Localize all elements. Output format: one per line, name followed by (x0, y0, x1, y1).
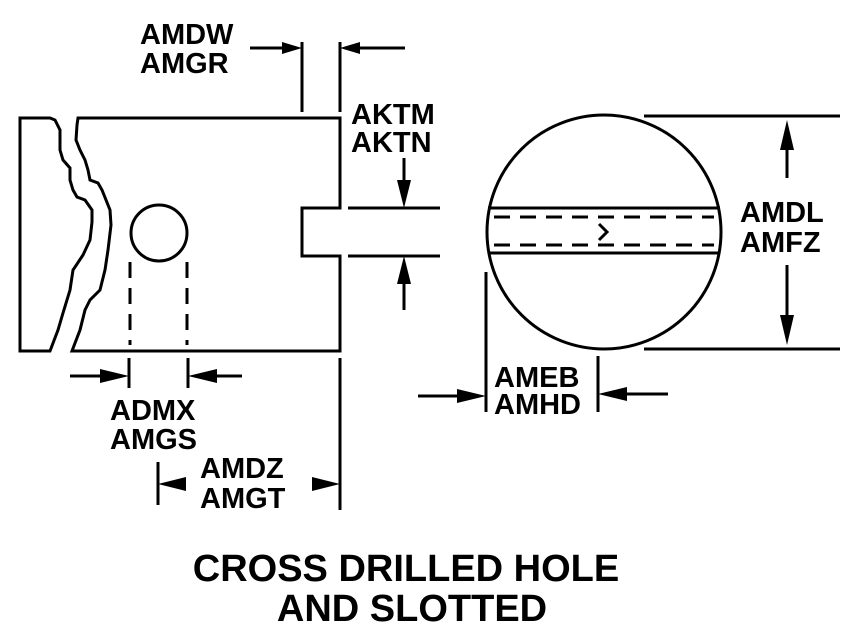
arrow-icon (158, 477, 186, 491)
label-amgr: AMGR (140, 48, 229, 80)
arrow-icon (188, 369, 217, 383)
arrow-icon (457, 389, 486, 403)
label-amdl: AMDL (740, 197, 824, 229)
dimension-aktm: AKTM AKTN (348, 99, 440, 310)
side-view-body-outline (69, 116, 342, 353)
label-amdw: AMDW (140, 19, 234, 51)
label-aktn: AKTN (351, 127, 432, 159)
side-view (18, 116, 342, 353)
arrow-icon (598, 387, 627, 401)
dimension-amdl: AMDL AMFZ (644, 114, 840, 351)
title-line-2: AND SLOTTED (277, 588, 547, 630)
cross-drilled-hole (129, 203, 189, 263)
dimension-admx: ADMX AMGS (70, 358, 242, 456)
label-amgt: AMGT (200, 483, 286, 515)
arrow-icon (780, 315, 794, 345)
dimension-ameb: AMEB AMHD (418, 272, 668, 421)
title-line-1: CROSS DRILLED HOLE (193, 548, 619, 590)
arrow-icon (397, 180, 411, 208)
label-admx: ADMX (110, 395, 196, 427)
label-aktm: AKTM (351, 99, 435, 131)
arrow-icon (312, 477, 340, 491)
label-amdz: AMDZ (200, 453, 284, 485)
end-view-circle (485, 113, 723, 351)
arrow-icon (397, 256, 411, 284)
arrow-icon (100, 369, 129, 383)
arrow-icon (340, 42, 360, 54)
dimension-amdw: AMDW AMGR (140, 19, 405, 112)
dimension-amdz: AMDZ AMGT (156, 358, 342, 515)
end-view (485, 113, 723, 351)
label-amhd: AMHD (494, 389, 581, 421)
arrow-icon (282, 42, 302, 54)
label-amgs: AMGS (110, 424, 197, 456)
chevron-mark-icon (597, 222, 610, 242)
side-view-left-fragment (18, 116, 94, 353)
label-amfz: AMFZ (740, 227, 821, 259)
label-ameb: AMEB (494, 362, 579, 394)
arrow-icon (780, 120, 794, 150)
